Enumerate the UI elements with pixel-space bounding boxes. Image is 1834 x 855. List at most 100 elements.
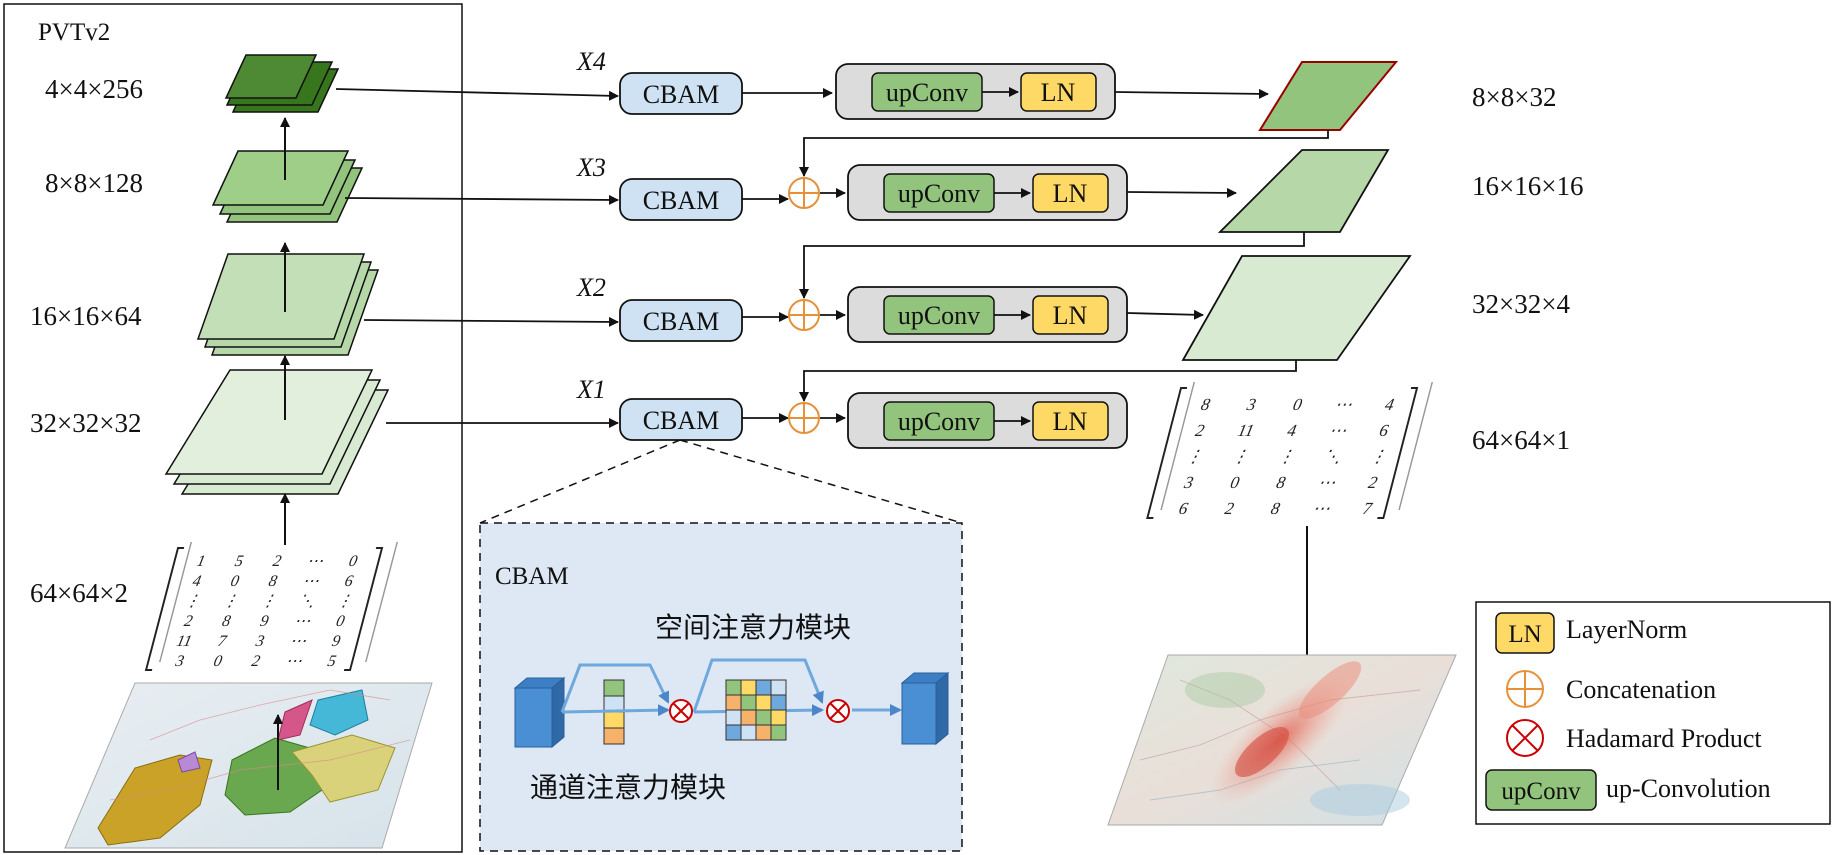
input-matrix-cell: 1 <box>195 553 207 570</box>
spatial-map-cell <box>755 679 772 696</box>
output-matrix-cell: 8 <box>1269 499 1282 518</box>
spatial-map-cell <box>770 709 787 726</box>
input-matrix-cell: 2 <box>183 613 195 630</box>
concat-icon <box>1506 670 1544 708</box>
svg-text:LayerNorm: LayerNorm <box>1566 615 1687 644</box>
upconv-modules: upConv LN upConv LN upConv LN upCon <box>835 63 1128 449</box>
spatial-map-cell <box>740 709 757 726</box>
input-matrix-cell: 5 <box>233 553 245 570</box>
spatial-map-cell <box>725 724 742 741</box>
output-map-4 <box>1258 61 1399 131</box>
module-3: upConv LN <box>847 164 1128 221</box>
svg-text:upConv: upConv <box>886 78 968 107</box>
spatial-map-cell <box>725 709 742 726</box>
encoder-title: PVTv2 <box>38 19 110 46</box>
concat-icon-1 <box>788 402 820 434</box>
output-matrix-cell: ⋯ <box>1311 499 1332 518</box>
output-matrix-cell: 2 <box>1367 473 1380 492</box>
output-matrix-cell: 11 <box>1236 421 1256 440</box>
x-label-3: X3 <box>576 153 606 182</box>
legend-item-layernorm: LN LayerNorm <box>1495 612 1687 654</box>
output-sizes: 8×8×32 16×16×16 32×32×4 64×64×1 <box>1472 82 1583 455</box>
output-matrix-cell: 2 <box>1223 499 1236 518</box>
svg-text:upConv: upConv <box>898 179 980 208</box>
skip-connections <box>335 88 619 428</box>
cbam-block-1: CBAM <box>619 398 743 441</box>
cbam-block-3: CBAM <box>619 178 743 221</box>
svg-text:upConv: upConv <box>898 407 980 436</box>
output-matrix-cell: 0 <box>1229 473 1242 492</box>
cbam-block-4: CBAM <box>619 72 743 115</box>
svg-text:LN: LN <box>1508 621 1541 648</box>
spatial-attention-label: 空间注意力模块 <box>655 611 851 644</box>
channel-attention-label: 通道注意力模块 <box>530 771 726 804</box>
decoder-flow <box>742 88 846 434</box>
concat-icon-3 <box>788 177 820 209</box>
encoder-panel: PVTv2 4×4×256 8×8×128 16×16×64 32×32 <box>3 3 463 853</box>
svg-text:CBAM: CBAM <box>643 186 720 215</box>
feature-stack-1 <box>164 369 390 495</box>
svg-text:upConv: upConv <box>1501 778 1581 805</box>
output-size-4: 8×8×32 <box>1472 82 1556 112</box>
x-labels: X4 X3 X2 X1 <box>576 47 606 404</box>
output-matrix-cell: 8 <box>1199 395 1212 414</box>
feature-stack-4 <box>224 54 340 113</box>
output-matrix-cell: 2 <box>1194 421 1207 440</box>
input-matrix-cell: ⋮ <box>335 593 355 610</box>
svg-text:LN: LN <box>1053 407 1088 436</box>
module-output-arrows <box>1114 88 1269 320</box>
output-matrix-cell: ⋮ <box>1230 447 1251 466</box>
svg-text:CBAM: CBAM <box>643 406 720 435</box>
svg-text:Concatenation: Concatenation <box>1566 675 1716 704</box>
svg-text:upConv: upConv <box>898 301 980 330</box>
legend-item-upconv: upConv up-Convolution <box>1485 769 1771 811</box>
input-matrix-cell: 3 <box>253 633 266 650</box>
input-matrix-cell: 9 <box>259 613 271 630</box>
output-heatmap-image <box>1107 654 1457 826</box>
x-label-1: X1 <box>576 375 606 404</box>
input-matrix-cell: 2 <box>250 653 262 670</box>
cbam-detail-panel: CBAM 空间注意力模块 通道注意力模块 <box>479 439 963 852</box>
output-matrix-cell: 4 <box>1383 395 1396 414</box>
output-matrix-cell: ⋯ <box>1333 395 1354 414</box>
stage-size-4: 4×4×256 <box>45 74 143 104</box>
input-matrix-cell: 11 <box>175 633 193 650</box>
input-matrix-cell: 0 <box>212 653 224 670</box>
output-matrix-cell: 0 <box>1291 395 1304 414</box>
cbam-block-2: CBAM <box>619 299 743 342</box>
channel-attention-vector <box>603 679 625 745</box>
cbam-blocks: CBAM CBAM CBAM CBAM <box>619 72 743 441</box>
output-feature-cube <box>900 671 950 746</box>
spatial-map-cell <box>740 679 757 696</box>
input-matrix-cell: 5 <box>326 653 338 670</box>
output-maps <box>1181 61 1412 361</box>
output-matrix-cell: ⋱ <box>1322 447 1343 466</box>
input-matrix-cell: ⋮ <box>183 593 203 610</box>
output-matrix-cell: ⋯ <box>1327 421 1348 440</box>
hadamard-icon-2 <box>826 699 850 723</box>
output-size-2: 32×32×4 <box>1472 289 1570 319</box>
output-matrix-cell: ⋮ <box>1368 447 1389 466</box>
spatial-map-cell <box>725 694 742 711</box>
svg-text:up-Convolution: up-Convolution <box>1606 774 1771 803</box>
x-label-2: X2 <box>576 273 606 302</box>
input-matrix-cell: ⋯ <box>305 553 325 570</box>
feature-stack-3 <box>211 150 364 223</box>
output-size-3: 16×16×16 <box>1472 171 1583 201</box>
input-matrix-cell: 0 <box>335 613 347 630</box>
spatial-map-cell <box>755 724 772 741</box>
legend-item-hadamard: Hadamard Product <box>1506 719 1762 757</box>
module-4: upConv LN <box>835 63 1116 120</box>
input-matrix-cell: 6 <box>343 573 355 590</box>
hadamard-icon-1 <box>669 699 693 723</box>
input-matrix-cell: 8 <box>221 613 233 630</box>
spatial-map-cell <box>740 694 757 711</box>
spatial-map-cell <box>770 694 787 711</box>
spatial-map-cell <box>755 694 772 711</box>
module-1: upConv LN <box>847 392 1128 449</box>
stage-size-2: 16×16×64 <box>30 301 142 331</box>
input-matrix-cell: ⋯ <box>293 613 313 630</box>
spatial-map-cell <box>770 724 787 741</box>
concat-icon-2 <box>788 299 820 331</box>
encoder-frame <box>3 3 463 853</box>
